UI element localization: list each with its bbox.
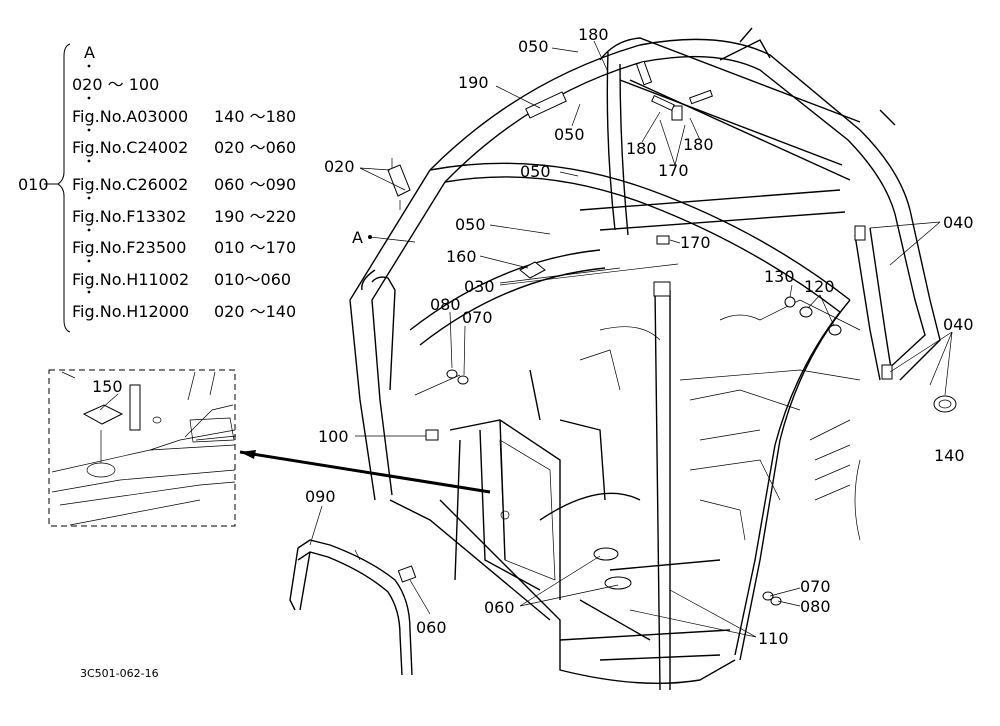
- part-150-pad: [82, 404, 124, 425]
- legend-main-id: 010: [18, 175, 49, 194]
- part-180-clip-d: [635, 60, 653, 86]
- callout-040: 040: [943, 315, 974, 334]
- callout-070: 070: [800, 577, 831, 596]
- part-070-washer-b: [762, 591, 774, 601]
- part-090-handrail: [297, 539, 413, 676]
- callout-190: 190: [458, 73, 489, 92]
- cab-frame-drawing: [289, 27, 957, 691]
- callout-130: 130: [764, 267, 795, 286]
- callout-100: 100: [318, 427, 349, 446]
- center-post-cap: [653, 281, 671, 297]
- callout-leaders: [99, 40, 953, 638]
- callout-180: 180: [578, 25, 609, 44]
- legend-entry-3-prefix: Fig.No.C26002: [72, 175, 188, 194]
- legend-entry-2-prefix: Fig.No.C24002: [72, 138, 188, 157]
- legend-entry-1-range: 140 ～180: [214, 107, 296, 126]
- part-070-washer-a: [457, 375, 469, 385]
- part-180-clip-a: [671, 105, 683, 121]
- legend-entry-7-range: 020 ～140: [214, 302, 296, 321]
- part-160-plate: [519, 261, 546, 279]
- part-080-nut-a: [446, 369, 458, 379]
- part-180-clip-b: [651, 94, 675, 112]
- legend-entry-6-prefix: Fig.No.H11002: [72, 270, 189, 289]
- inset-pointer-arrowhead: [240, 450, 256, 459]
- callout-050: 050: [455, 215, 486, 234]
- callout-120: 120: [804, 277, 835, 296]
- callout-040: 040: [943, 213, 974, 232]
- legend-entry-3-range: 060 ～090: [214, 175, 296, 194]
- legend-entry-0-range: 020 ～ 100: [72, 75, 159, 94]
- callout-060: 060: [484, 598, 515, 617]
- detail-inset: [48, 369, 237, 527]
- part-100-bolt: [425, 429, 439, 441]
- callout-030: 030: [464, 277, 495, 296]
- callout-060: 060: [416, 618, 447, 637]
- callout-110: 110: [758, 629, 789, 648]
- part-080-nut-b: [770, 596, 782, 606]
- callout-050: 050: [554, 125, 585, 144]
- part-190-trim: [525, 91, 567, 119]
- callout-080: 080: [430, 295, 461, 314]
- part-170-clip: [656, 235, 670, 245]
- drawing-code: 3C501-062-16: [80, 667, 159, 680]
- legend-entry-7-prefix: Fig.No.H12000: [72, 302, 189, 321]
- part-140-grommet: [933, 395, 957, 413]
- floor-plug-1: [593, 547, 619, 561]
- part-060-cushion: [397, 565, 417, 583]
- callout-labels: 050 180 190 050 180 180 170 020 050 050 …: [92, 25, 974, 648]
- callout-170: 170: [658, 161, 689, 180]
- callout-020: 020: [324, 157, 355, 176]
- part-pin: [129, 384, 141, 431]
- callout-180: 180: [626, 139, 657, 158]
- legend-entry-1-prefix: Fig.No.A03000: [72, 107, 188, 126]
- legend-entry-6-range: 010～060: [214, 270, 291, 289]
- legend-key: A: [84, 43, 95, 62]
- callout-080: 080: [800, 597, 831, 616]
- parts-legend: 010 A 020 ～ 100 Fig.No.A03000 140 ～180 F…: [18, 43, 296, 333]
- callout-A: A: [352, 228, 363, 247]
- callout-140: 140: [934, 446, 965, 465]
- legend-entry-5-prefix: Fig.No.F23500: [72, 238, 186, 257]
- callout-090: 090: [305, 487, 336, 506]
- callout-050: 050: [520, 162, 551, 181]
- part-120-plug-b: [828, 324, 842, 336]
- legend-entry-5-range: 010 ～170: [214, 238, 296, 257]
- callout-050: 050: [518, 37, 549, 56]
- legend-entry-4-range: 190 ～220: [214, 207, 296, 226]
- callout-160: 160: [446, 247, 477, 266]
- inset-pointer-line: [239, 450, 491, 494]
- part-180-clip-c: [688, 89, 714, 105]
- part-120-plug-a: [799, 306, 813, 318]
- part-040-seal-a: [854, 225, 866, 241]
- floor-plug-2: [604, 576, 632, 590]
- part-040-seal-b: [881, 364, 893, 380]
- legend-entry-2-range: 020 ～060: [214, 138, 296, 157]
- part-130-plug: [784, 296, 796, 308]
- part-020-hinge: [387, 164, 411, 197]
- callout-150: 150: [92, 377, 123, 396]
- legend-entry-4-prefix: Fig.No.F13302: [72, 207, 186, 226]
- callout-170: 170: [680, 233, 711, 252]
- callout-180: 180: [683, 135, 714, 154]
- callout-070: 070: [462, 308, 493, 327]
